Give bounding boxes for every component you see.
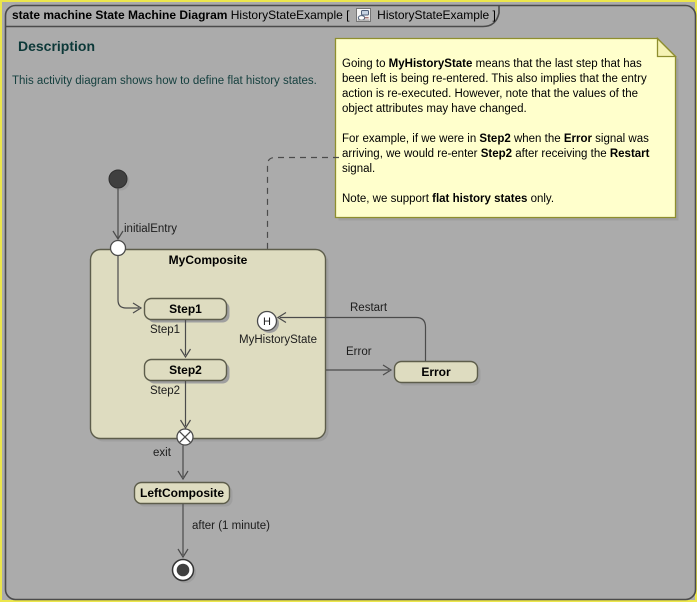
state-step2[interactable]	[143, 358, 228, 382]
transition-step1-to-step2[interactable]	[179, 320, 192, 359]
label-step1: Step1	[150, 324, 181, 336]
final-state-inner-dot	[176, 563, 190, 577]
state-mycomposite[interactable]	[89, 248, 327, 440]
label-after-1-minute: after (1 minute)	[192, 520, 270, 532]
label-error: Error	[346, 346, 372, 358]
label-exit: exit	[153, 447, 171, 459]
frame-header-name-end: HistoryStateExample ]	[377, 8, 496, 22]
label-myhistorystate: MyHistoryState	[239, 334, 317, 346]
frame-header-title: state machine State Machine Diagram Hist…	[12, 8, 496, 25]
transition-error[interactable]	[326, 364, 393, 376]
step2-title: Step2	[169, 363, 202, 377]
history-state-symbol: H	[263, 316, 271, 328]
transition-initial-entry[interactable]	[112, 188, 124, 241]
note-fold-corner	[656, 36, 678, 58]
label-step2: Step2	[150, 385, 181, 397]
state-leftcomposite[interactable]	[133, 481, 231, 505]
transition-entry-to-step1[interactable]	[117, 255, 143, 314]
initial-state[interactable]	[108, 169, 128, 189]
note-anchor-dashed-line[interactable]	[266, 156, 340, 311]
frame-header-keyword: state machine State Machine Diagram	[12, 8, 228, 22]
mycomposite-title: MyComposite	[168, 253, 248, 267]
state-machine-diagram-icon	[355, 8, 371, 25]
exit-point[interactable]	[176, 428, 194, 446]
label-initial-entry: initialEntry	[124, 223, 178, 235]
description-body: This activity diagram shows how to defin…	[12, 75, 317, 87]
transition-restart[interactable]	[276, 311, 427, 362]
uml-frame-header-shape	[5, 6, 500, 28]
label-restart: Restart	[350, 302, 388, 314]
transition-step2-to-exit[interactable]	[179, 381, 192, 430]
note-text: Going to MyHistoryState means that the l…	[342, 58, 650, 205]
step1-title: Step1	[169, 302, 202, 316]
state-error[interactable]	[393, 360, 479, 384]
description-heading: Description	[18, 38, 96, 54]
transition-exit-to-leftcomposite[interactable]	[177, 445, 189, 481]
uml-frame	[4, 4, 697, 601]
note-shape[interactable]	[334, 37, 677, 219]
frame-header-name: HistoryStateExample [	[230, 8, 350, 22]
history-state[interactable]	[256, 310, 278, 332]
leftcomposite-title: LeftComposite	[140, 486, 224, 500]
transition-after-to-final[interactable]	[177, 504, 189, 559]
state-step1[interactable]	[143, 297, 228, 321]
error-title: Error	[421, 365, 451, 379]
